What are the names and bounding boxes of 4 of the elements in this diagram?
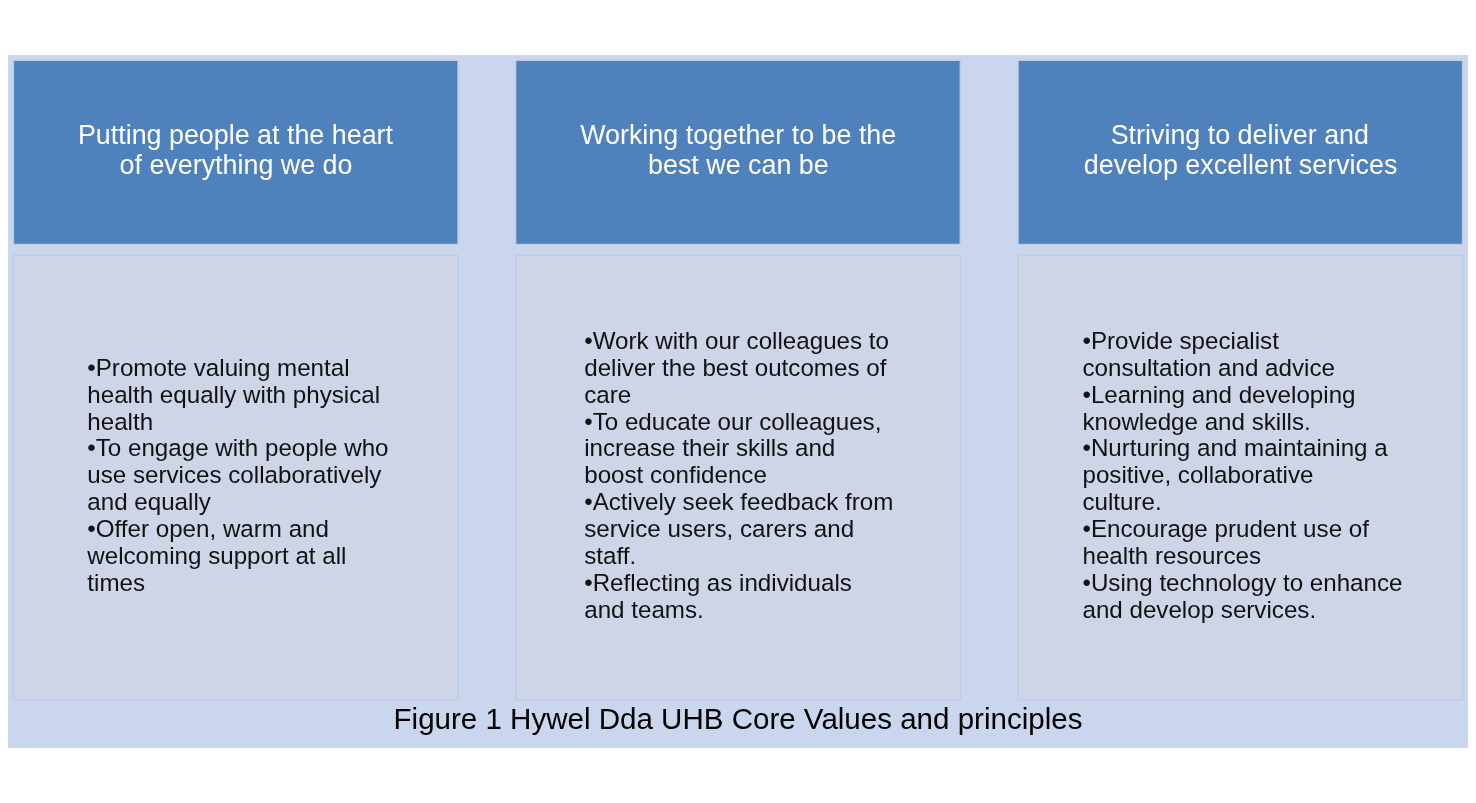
caption: Figure 1 Hywel Dda UHB Core Values and principles	[393, 701, 1083, 735]
node-box: Striving to deliver and develop excellent services	[1017, 59, 1464, 246]
node-box: Putting people at the heart of everything we do	[12, 59, 459, 246]
node-box: Working together to be the best we can be	[515, 59, 961, 246]
